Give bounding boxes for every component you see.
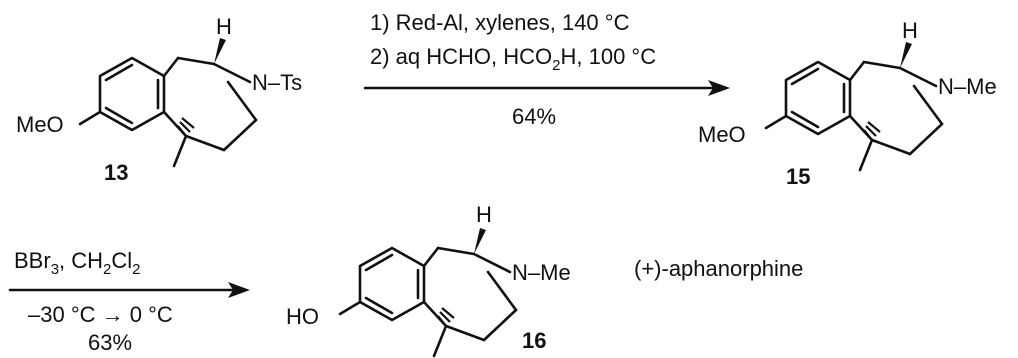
step2-reagent: BBr3, CH2Cl2 xyxy=(14,248,141,278)
compound-15-n-group: N–Me xyxy=(938,74,997,99)
step2-arrow-group: BBr3, CH2Cl2 –30 °C → 0 °C 63% xyxy=(8,248,250,355)
compound-16-n-group: N–Me xyxy=(512,260,571,285)
compound-15-h-label: H xyxy=(902,18,918,43)
compound-16-h-label: H xyxy=(476,202,492,227)
compound-15-number: 15 xyxy=(786,164,810,189)
compound-13-number: 13 xyxy=(104,160,128,185)
step1-arrow-group: 1) Red-Al, xylenes, 140 °C 2) aq HCHO, H… xyxy=(363,10,730,129)
step1-yield: 64% xyxy=(512,104,556,129)
compound-16-number: 16 xyxy=(522,328,546,353)
compound-15-substituent: MeO xyxy=(698,122,746,147)
compound-15: H N–Me MeO 15 xyxy=(698,18,997,189)
product-name: (+)-aphanorphine xyxy=(634,256,803,281)
step2-arrowhead xyxy=(228,282,250,298)
compound-16-substituent: HO xyxy=(286,304,319,329)
step1-arrowhead xyxy=(708,80,730,96)
step1-conditions-line1: 1) Red-Al, xylenes, 140 °C xyxy=(370,10,630,35)
compound-13-h-label: H xyxy=(216,14,232,39)
compound-16: H N–Me HO 16 xyxy=(286,202,571,358)
step2-temperature: –30 °C → 0 °C xyxy=(28,302,173,327)
step2-yield: 63% xyxy=(88,330,132,355)
compound-13-n-group: N–Ts xyxy=(252,70,302,95)
step1-conditions-line2: 2) aq HCHO, HCO2H, 100 °C xyxy=(370,44,656,74)
compound-13: H N–Ts MeO 13 xyxy=(16,14,302,185)
compound-13-substituent: MeO xyxy=(16,112,64,137)
